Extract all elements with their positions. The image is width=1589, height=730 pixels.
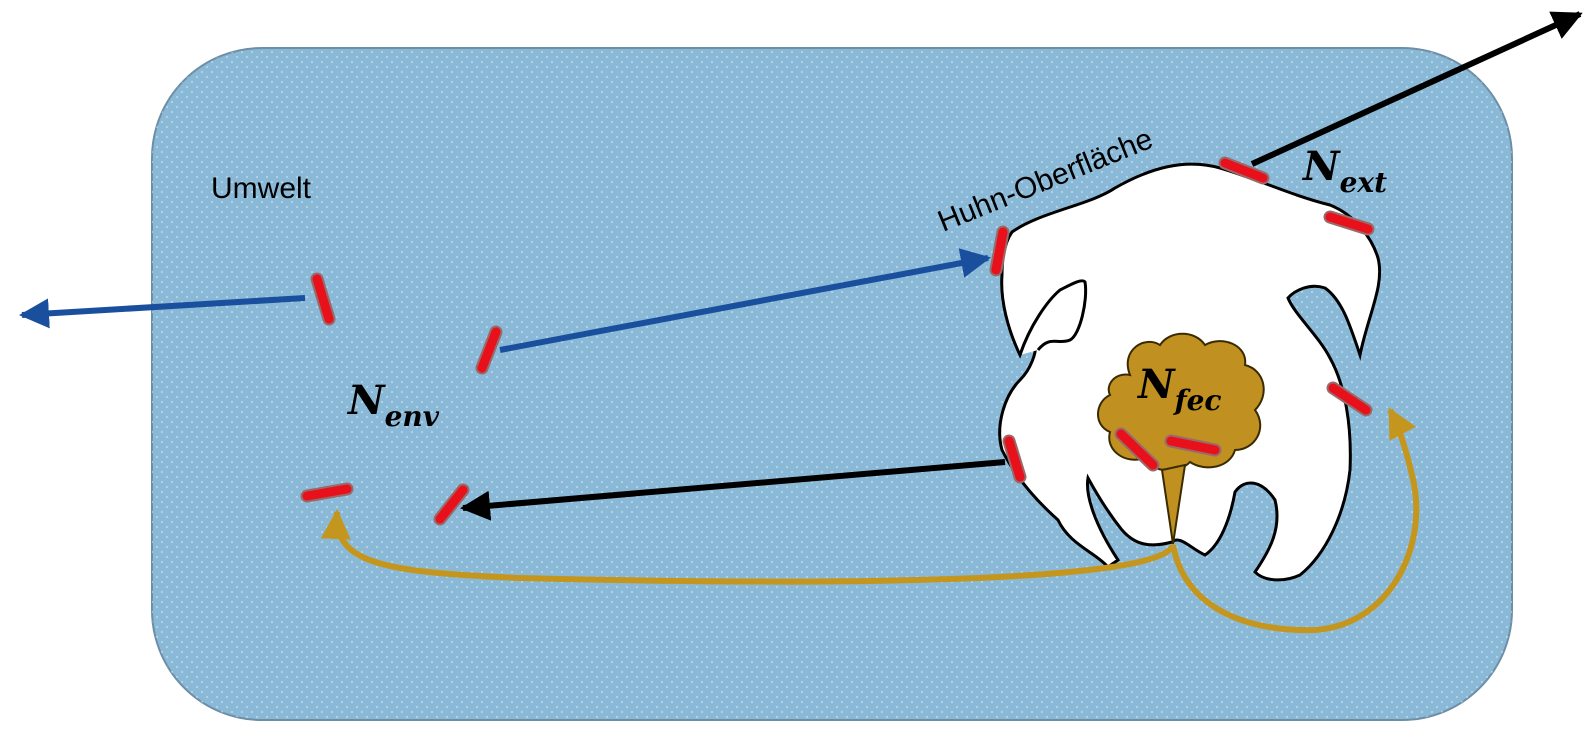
blue-arrow-env-leave (19, 295, 306, 329)
environment-label: Umwelt (211, 172, 312, 205)
feces-cloud (1097, 332, 1265, 545)
bacteria-group (300, 156, 1375, 526)
bacterium (1328, 383, 1371, 415)
bacterium (1116, 429, 1158, 470)
blue-arrow-env-to-surface (499, 248, 991, 353)
n-env-label: Nenv (346, 377, 440, 433)
bacterium (1166, 436, 1220, 455)
n-fec-label: Nfec (1136, 361, 1221, 417)
n-ext-label: Next (1301, 143, 1387, 199)
bacterium (1220, 158, 1268, 183)
bacterium (312, 274, 334, 324)
bacterium (1004, 436, 1025, 482)
bacterium (1325, 212, 1373, 234)
black-arrow-ext-leave (1250, 11, 1583, 167)
gold-arrow-fec-to-ext (1170, 407, 1420, 634)
gold-arrow-fec-to-env (320, 509, 1176, 585)
chicken-left-wing (1018, 279, 1088, 356)
bacterium (435, 485, 468, 524)
bacterium (302, 484, 352, 501)
bacterium (991, 227, 1008, 275)
black-arrow-surface-to-env (460, 459, 1006, 521)
bacterium (477, 327, 501, 373)
